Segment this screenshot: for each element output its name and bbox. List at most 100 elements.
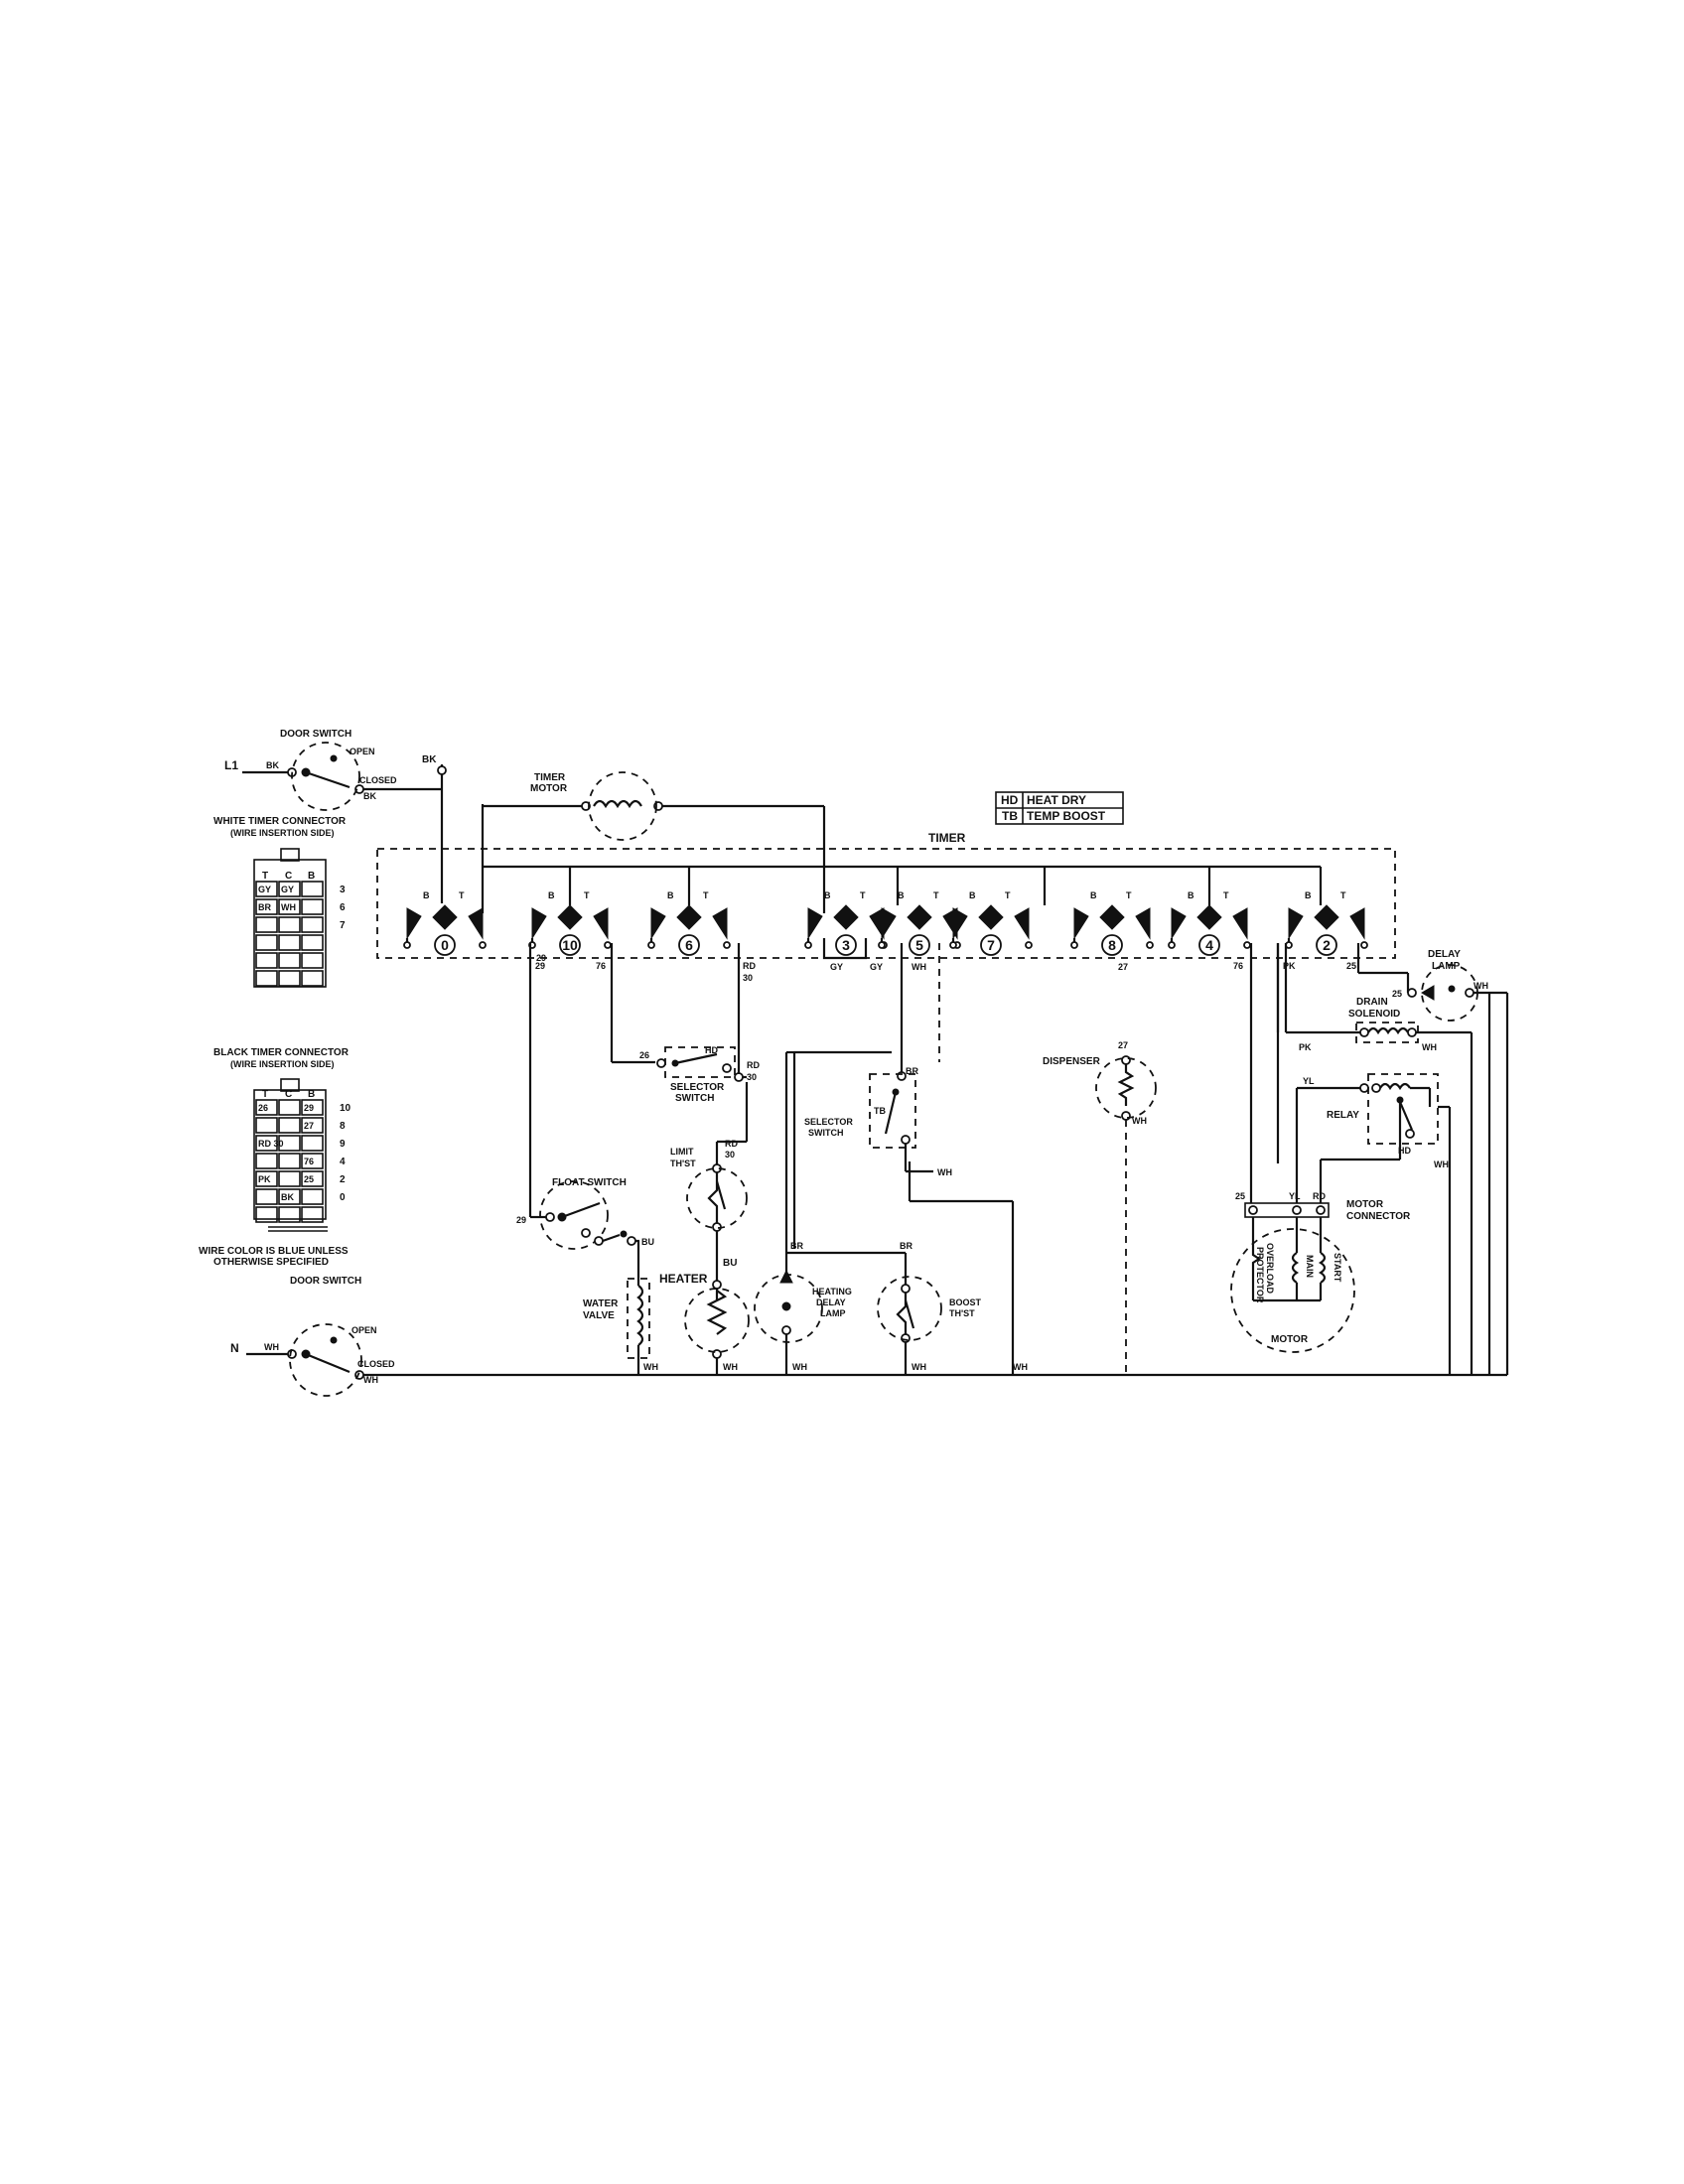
- legend-tb-text: TEMP BOOST: [1027, 809, 1106, 823]
- timer-box: TIMER: [376, 804, 1396, 959]
- heater-label: HEATER: [659, 1272, 708, 1286]
- drain-solenoid: PK PK DRAIN SOLENOID WH: [1276, 943, 1474, 1375]
- wire-25-lamp-b: 25: [1392, 989, 1402, 999]
- main-winding-label: MAIN: [1305, 1255, 1315, 1278]
- door-switch-bottom-out-wire: WH: [363, 1375, 378, 1385]
- wire-gy-1: GY: [830, 962, 843, 972]
- wire-bk-timer: BK: [422, 754, 437, 765]
- door-switch-top-out-wire: BK: [363, 791, 376, 801]
- selector-switch-2: BR TB SELECTOR SWITCH WH WH: [792, 943, 1028, 1375]
- timer-motor: TIMER MOTOR: [483, 771, 826, 913]
- terminal-dot: [804, 941, 812, 949]
- contact-label-b: B: [667, 890, 674, 900]
- contact-label-b: B: [898, 890, 905, 900]
- cam-diamond: [1196, 904, 1222, 930]
- overload-label-1: OVERLOAD: [1265, 1243, 1275, 1295]
- overload-label-2: PROTECTOR: [1255, 1247, 1265, 1303]
- wire-29-b: 29: [516, 1215, 526, 1225]
- contact-label-b: B: [824, 890, 831, 900]
- selector-switch-1: 76 26 HD SELECTOR SWITCH RD 30: [596, 943, 760, 1166]
- contact-label-t: T: [1126, 890, 1132, 900]
- relay-label: RELAY: [1327, 1110, 1359, 1121]
- contact-label-b: B: [969, 890, 976, 900]
- connector-side-number: 9: [340, 1139, 346, 1150]
- connector-cell: GY: [258, 885, 271, 894]
- white-timer-connector: WHITE TIMER CONNECTOR (WIRE INSERTION SI…: [213, 816, 347, 988]
- timer-title: TIMER: [928, 831, 966, 845]
- limit-th-label-1: LIMIT: [670, 1147, 694, 1157]
- wire-wh-valve: WH: [643, 1362, 658, 1372]
- contact-flag-left: [650, 907, 666, 940]
- door-switch-top-closed: CLOSED: [359, 775, 397, 785]
- wire-wh-lamp: WH: [792, 1362, 807, 1372]
- delay-lamp: 25 25 WH DELAY LAMP: [1346, 943, 1509, 1375]
- connector-cell: 76: [304, 1157, 314, 1166]
- contact-label-t: T: [1005, 890, 1011, 900]
- cam-number: 2: [1323, 937, 1331, 953]
- black-connector-subtitle: (WIRE INSERTION SIDE): [230, 1059, 335, 1069]
- cam-diamond: [676, 904, 702, 930]
- contact-flag-left: [1288, 907, 1304, 940]
- wire-pk-timer: PK: [1283, 961, 1296, 971]
- terminal-dot: [1025, 941, 1033, 949]
- float-switch-label: FLOAT SWITCH: [552, 1177, 627, 1188]
- terminal-dot: [1168, 941, 1176, 949]
- wire-br-sel2: BR: [906, 1066, 918, 1076]
- white-connector-title: WHITE TIMER CONNECTOR: [213, 816, 347, 827]
- cam-number-circle: [835, 934, 857, 956]
- contact-label-t: T: [1340, 890, 1346, 900]
- door-switch-bottom: DOOR SWITCH N WH OPEN CLOSED WH: [230, 1276, 395, 1397]
- connector-side-number: 2: [340, 1174, 346, 1185]
- drain-solenoid-label-1: DRAIN: [1356, 997, 1388, 1008]
- terminal-dot: [949, 941, 957, 949]
- terminal-dot: [1070, 941, 1078, 949]
- relay-hd: HD: [1398, 1146, 1411, 1156]
- door-switch-bottom-title: DOOR SWITCH: [290, 1276, 361, 1287]
- door-switch-top-open: OPEN: [350, 747, 375, 756]
- dispenser: DISPENSER 27 WH: [1043, 1040, 1157, 1375]
- motor: OVERLOAD PROTECTOR MAIN START MOTOR: [1230, 1217, 1355, 1353]
- cam-diamond: [1099, 904, 1125, 930]
- wire-26: 26: [639, 1050, 649, 1060]
- door-switch-top-title: DOOR SWITCH: [280, 729, 351, 740]
- wire-rd-conn: RD: [1313, 1191, 1326, 1201]
- boost-thermostat: BOOST TH'ST WH: [877, 1253, 982, 1375]
- door-switch-top-in-wire: BK: [266, 760, 279, 770]
- door-switch-bottom-open: OPEN: [351, 1325, 377, 1335]
- contact-label-b: B: [1188, 890, 1194, 900]
- door-switch-bottom-line: N: [230, 1341, 239, 1355]
- selector-1-label-1: SELECTOR: [670, 1082, 725, 1093]
- cam-diamond: [432, 904, 458, 930]
- contact-label-t: T: [459, 890, 465, 900]
- boost-th-label-1: BOOST: [949, 1297, 982, 1307]
- heater: HEATER WH: [659, 1272, 750, 1375]
- cam-diamond: [907, 904, 932, 930]
- wire-76-motor: 76: [1233, 961, 1243, 971]
- black-timer-connector: BLACK TIMER CONNECTOR (WIRE INSERTION SI…: [213, 1047, 351, 1232]
- wire-note-1: WIRE COLOR IS BLUE UNLESS: [199, 1246, 349, 1257]
- terminal-dot: [604, 941, 612, 949]
- contact-flag-left: [952, 907, 968, 940]
- cam-number: 7: [987, 937, 995, 953]
- contact-label-t: T: [703, 890, 709, 900]
- wire-wh-sol: WH: [1422, 1042, 1437, 1052]
- delay-lamp-top-label-2: LAMP: [1432, 961, 1461, 972]
- terminal-dot: [479, 941, 487, 949]
- connector-header: T: [262, 871, 268, 882]
- timer-motor-label-1: TIMER: [534, 772, 566, 783]
- legend-hd-code: HD: [1001, 793, 1019, 807]
- limit-thermostat: LIMIT TH'ST RD 30 BU: [670, 1139, 748, 1300]
- cam-number-circle: [1198, 934, 1220, 956]
- wire-29-a: 29: [535, 961, 545, 971]
- door-switch-top: DOOR SWITCH L1 BK OPEN CLOSED BK: [224, 729, 442, 811]
- delay-lamp-label-3: LAMP: [820, 1308, 846, 1318]
- contact-label-t: T: [933, 890, 939, 900]
- contact-flag-left: [1073, 907, 1089, 940]
- connector-cell: 26: [258, 1103, 268, 1113]
- cam-7: 7 B T: [949, 890, 1033, 956]
- relay: YL RELAY HD WH: [1297, 1073, 1452, 1375]
